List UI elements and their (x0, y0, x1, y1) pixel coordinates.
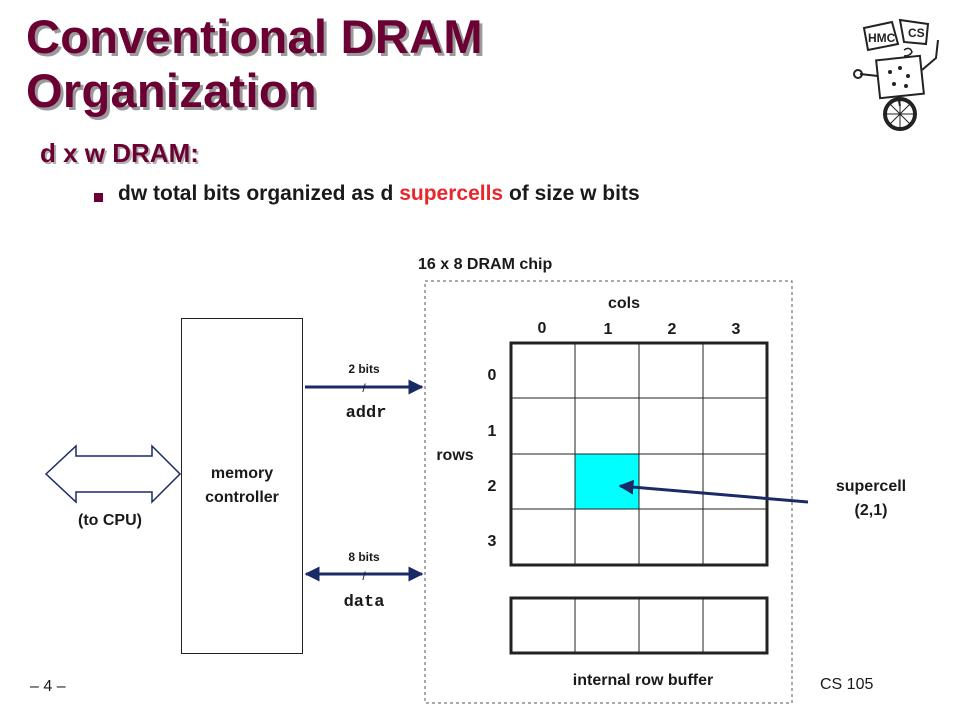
bullet-marker (94, 193, 103, 202)
dram-chip-label: 16 x 8 DRAM chip (418, 256, 553, 273)
memory-controller-label: memory controller (181, 462, 303, 510)
data-slash: / (362, 569, 366, 583)
logo-hmc-text: HMC (868, 31, 896, 45)
data-bits-label: 8 bits (348, 550, 380, 564)
rows-label: rows (436, 447, 473, 464)
slide-title: Conventional DRAM Organization (26, 10, 483, 117)
col-number-2: 2 (668, 321, 677, 338)
row-number-3: 3 (488, 533, 497, 550)
cols-label: cols (608, 295, 640, 312)
col-number-0: 0 (538, 320, 547, 337)
supercell-2-1 (575, 454, 639, 509)
dram-cell-grid (509, 341, 769, 567)
row-number-1: 1 (488, 423, 497, 440)
internal-row-buffer (509, 596, 769, 655)
addr-label: addr (346, 404, 387, 423)
logo-cs-text: CS (908, 26, 925, 40)
course-label: CS 105 (820, 676, 874, 693)
hmc-cs-logo: HMC CS (853, 18, 939, 131)
cpu-double-arrow (44, 444, 182, 504)
data-label: data (344, 593, 385, 612)
col-number-3: 3 (732, 321, 741, 338)
supercell-pointer-arrow (618, 479, 809, 504)
addr-bits-label: 2 bits (348, 362, 380, 376)
row-number-0: 0 (488, 367, 497, 384)
row-number-2: 2 (488, 478, 497, 495)
to-cpu-label: (to CPU) (78, 512, 142, 529)
row-buffer-label: internal row buffer (573, 672, 713, 689)
page-number: – 4 – (30, 678, 66, 695)
memory-controller-box (181, 318, 303, 654)
supercell-label-line2: (2,1) (855, 502, 888, 519)
dram-chip-boundary (424, 280, 793, 704)
supercells-highlight: supercells (399, 182, 504, 205)
addr-slash: / (362, 381, 366, 395)
subheading: d x w DRAM: (40, 138, 199, 168)
col-number-1: 1 (604, 321, 613, 338)
supercell-label-line1: supercell (836, 478, 906, 495)
memory-controller-line1: memory (210, 465, 274, 482)
memory-controller-line2: controller (205, 489, 279, 506)
bullet-text: dw total bits organized as d supercells … (118, 182, 640, 205)
